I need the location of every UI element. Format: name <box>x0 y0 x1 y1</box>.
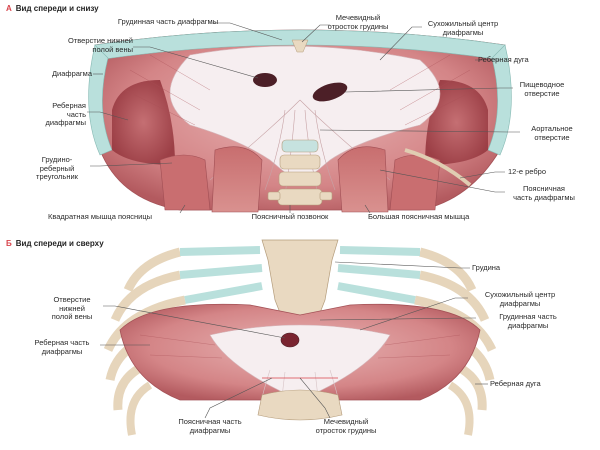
lumbar-spine-a <box>267 139 333 206</box>
central-tendon-b <box>209 324 391 401</box>
label-b-sternum: Грудина <box>472 263 501 272</box>
label-a-rib12: 12-е ребро <box>508 167 546 176</box>
leader-lines <box>87 22 520 419</box>
xiphoid-a <box>291 39 309 53</box>
left-costal-recess <box>112 80 175 165</box>
psoas-left <box>211 146 263 213</box>
ivc-opening-a <box>253 73 277 87</box>
label-a-psoas: Большая поясничная мышца <box>368 212 470 221</box>
central-tendon-a <box>169 45 441 186</box>
label-a-costal-arch: Реберная дуга <box>478 55 529 64</box>
label-a-diaphragm: Диафрагма <box>51 69 92 78</box>
vertebra-b <box>257 389 343 421</box>
label-a-vertebra: Поясничный позвонок <box>251 212 329 221</box>
label-a-sternal-part: Грудинная часть диафрагмы <box>117 17 219 26</box>
ivc-opening-b <box>280 332 300 348</box>
right-costal-recess <box>425 80 488 165</box>
label-b-costal-arch: Реберная дуга <box>490 379 541 388</box>
psoas-right <box>337 146 389 213</box>
quadratus-right <box>389 154 441 211</box>
panel-b-title-text: Вид спереди и сверху <box>15 239 104 248</box>
rib-12-a <box>404 148 472 187</box>
panel-a-letter: А <box>6 4 12 13</box>
label-a-quadratus: Квадратная мышца поясницы <box>47 212 153 221</box>
costal-arch-right-a <box>487 44 512 156</box>
panel-a-artwork <box>88 29 512 213</box>
panel-b-letter: Б <box>6 239 12 248</box>
panel-a-title-text: Вид спереди и снизу <box>15 4 99 13</box>
panel-b-artwork <box>103 239 497 436</box>
quadratus-left <box>159 154 211 211</box>
costal-arch-left-a <box>88 44 113 156</box>
esophageal-opening-a <box>312 82 348 102</box>
